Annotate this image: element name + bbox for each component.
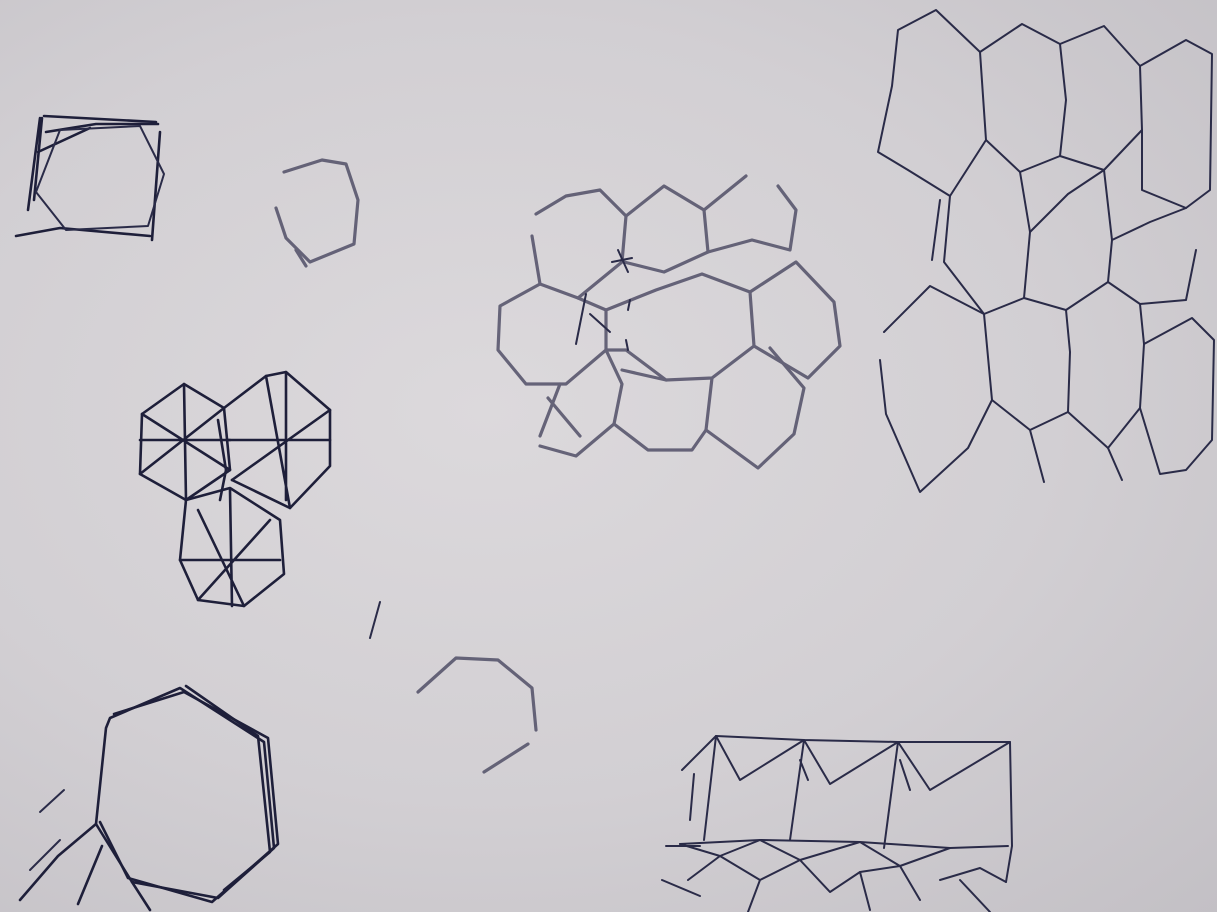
central-honeycomb [498,176,840,468]
top-right-honeycomb [878,10,1214,492]
hexagon-in-square [16,116,164,240]
bottom-honeycomb-strip [662,736,1012,912]
small-hexagon [276,160,358,266]
large-overdrawn-hexagon [20,686,278,910]
central-honeycomb-pen-marks [576,250,632,350]
stray-pen-mark [370,602,380,638]
open-hexagon-arc [418,658,536,772]
triangulated-hexagon-cluster [140,372,330,606]
